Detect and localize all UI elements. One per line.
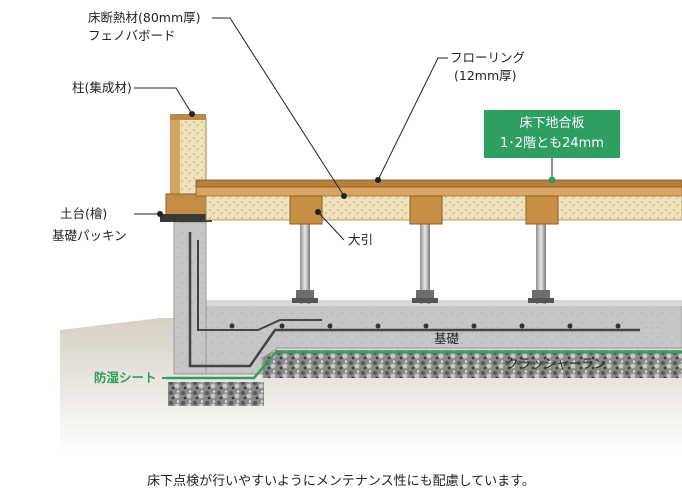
flooring-thickness-label: (12mm厚) <box>454 68 517 83</box>
subfloor-label: 床下地合板 <box>519 116 585 131</box>
crusher-run-label: クラッシャーラン <box>506 356 607 371</box>
crusher-run-layer <box>262 350 682 378</box>
rebar-dots <box>229 323 621 329</box>
subfloor-callout: 床下地合板 1･2階とも24mm <box>484 110 620 158</box>
insulation-material-label: フェノバボード <box>88 28 176 43</box>
steel-posts <box>292 224 554 304</box>
subfloor-thickness-label: 1･2階とも24mm <box>500 136 604 151</box>
foundation-label: 基礎 <box>434 331 460 346</box>
moisture-barrier-sheet <box>166 350 682 380</box>
floor-insulation <box>205 195 682 221</box>
floor-joists <box>289 195 559 225</box>
insulation-label: 床断熱材(80mm厚) <box>88 10 201 25</box>
flooring-label: フローリング <box>450 50 526 65</box>
caption: 床下点検が行いやすいようにメンテナンス性にも配慮しています。 <box>147 474 535 489</box>
flooring-board <box>195 179 682 188</box>
rebar <box>188 232 640 368</box>
leader-dots <box>157 111 381 217</box>
pillar-label: 柱(集成材) <box>72 80 132 95</box>
pillar <box>170 118 180 194</box>
foundation-packing-label: 基礎パッキン <box>52 228 127 243</box>
moisture-sheet-label: 防湿シート <box>94 370 157 385</box>
leader-lines <box>134 17 553 241</box>
subfloor-dot <box>548 176 556 184</box>
joist-label: 大引 <box>348 232 374 247</box>
sill-label: 土台(檜) <box>60 206 108 221</box>
pillar-cap <box>170 114 206 120</box>
foundation-packing <box>160 214 212 222</box>
rebar-bend <box>197 240 322 331</box>
subfloor-plywood <box>195 185 682 197</box>
gravel-under-wall <box>168 382 264 406</box>
